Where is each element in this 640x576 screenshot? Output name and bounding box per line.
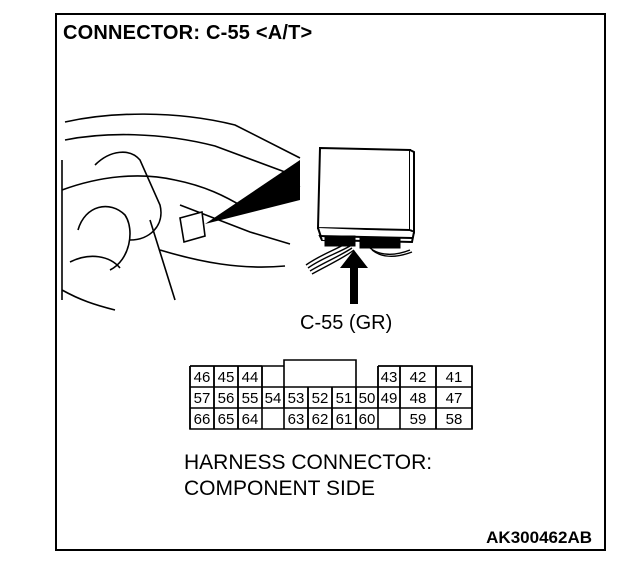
pin-label: 56 (218, 390, 235, 407)
pin-label: 61 (336, 411, 353, 428)
pin-label: 43 (381, 369, 398, 386)
pin-label: 58 (446, 411, 463, 428)
harness-caption-line1: HARNESS CONNECTOR: (184, 451, 433, 474)
harness-wires (305, 243, 413, 275)
ecu-connectors (324, 235, 401, 249)
connector-pin-grid: 46 45 44 43 42 41 57 56 55 54 53 52 51 50 49 48 47 66 65 64… (189, 359, 473, 430)
pin-label: 53 (288, 390, 305, 407)
pin-label: 63 (288, 411, 305, 428)
pin-label: 65 (218, 411, 235, 428)
pin-label: 51 (336, 390, 353, 407)
pin-label: 49 (381, 390, 398, 407)
diagram-frame (55, 13, 606, 551)
pin-label: 66 (194, 411, 211, 428)
pin-label: 52 (312, 390, 329, 407)
ecu-location-marker (179, 210, 206, 244)
pin-label: 44 (242, 369, 259, 386)
pin-label: 54 (265, 390, 282, 407)
dashboard-illustration (61, 113, 301, 311)
harness-caption: HARNESS CONNECTOR: COMPONENT SIDE (184, 450, 432, 502)
ecu-module (316, 146, 415, 244)
pin-label: 48 (410, 390, 427, 407)
pin-label: 59 (410, 411, 427, 428)
pin-label: 50 (359, 390, 376, 407)
figure-code: AK300462AB (486, 528, 592, 547)
pin-label: 64 (242, 411, 259, 428)
connector-arrow (340, 250, 368, 304)
harness-caption-line2: COMPONENT SIDE (184, 477, 375, 500)
pin-label: 60 (359, 411, 376, 428)
pin-label: 42 (410, 369, 427, 386)
connector-label: C-55 (GR) (300, 312, 393, 334)
pin-label: 45 (218, 369, 235, 386)
pin-label: 47 (446, 390, 463, 407)
pin-label: 57 (194, 390, 211, 407)
pin-label: 46 (194, 369, 211, 386)
pin-label: 62 (312, 411, 329, 428)
diagram-title: CONNECTOR: C-55 <A/T> (63, 22, 313, 44)
pin-label: 41 (446, 369, 463, 386)
pin-label: 55 (242, 390, 259, 407)
pin-grid-key (261, 359, 379, 387)
pointer-wedge (205, 160, 300, 224)
